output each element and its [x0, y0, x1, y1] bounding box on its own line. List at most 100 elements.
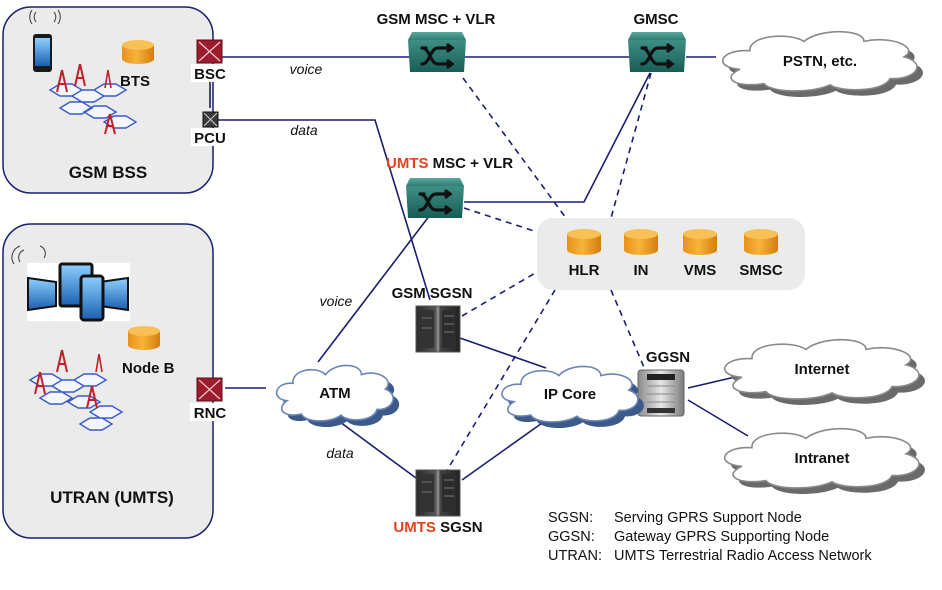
switch-top [628, 32, 686, 40]
pstn-cloud-label: PSTN, etc. [783, 53, 857, 70]
legend: SGSN: Serving GPRS Support Node GGSN: Ga… [548, 510, 872, 564]
legend-desc-1: Gateway GPRS Supporting Node [614, 529, 829, 545]
voice-link-label: voice [290, 61, 323, 77]
gsm-sgsn-rack-icon[interactable] [415, 305, 461, 353]
umts-msc-suffix: MSC + VLR [429, 155, 514, 172]
bsc-label: BSC [194, 66, 226, 83]
gsm-sgsn-label: GSM SGSN [392, 285, 473, 302]
database-label: SMSC [739, 262, 783, 279]
cloud-body [723, 338, 920, 400]
atm-cloud-label: ATM [319, 385, 350, 402]
rnc-label-bg [190, 403, 230, 421]
link-umts-msc-atm [317, 214, 431, 363]
internet-cloud[interactable]: Internet [723, 338, 925, 405]
legend-abbr-1: GGSN: [548, 529, 595, 545]
switch-top [408, 32, 466, 40]
intranet-cloud[interactable]: Intranet [723, 427, 925, 494]
cloud-body [723, 427, 920, 489]
umts-sgsn-suffix: SGSN [436, 519, 483, 536]
database-smsc[interactable]: SMSC [739, 229, 783, 279]
core-databases: HLR IN VMS SMSC [567, 229, 783, 279]
link-umts-msc-gmsc [464, 72, 651, 203]
gmsc-label: GMSC [634, 11, 679, 28]
gsm-mobile-phone-icon [29, 9, 61, 72]
switch-body [408, 40, 466, 72]
gmsc-switch-icon[interactable] [628, 32, 686, 72]
sig-msc-db [462, 77, 567, 219]
gsm-msc-label: GSM MSC + VLR [377, 11, 496, 28]
atm-voice-link-label: voice [320, 293, 353, 309]
gsm-msc-switch-icon[interactable] [408, 32, 466, 72]
gsm-bts-cell-grid-icon [48, 63, 138, 135]
crossing-arrows-icon [640, 43, 675, 69]
link-ggsn-intranet [687, 399, 749, 437]
ip-core-cloud[interactable]: IP Core [501, 365, 644, 428]
legend-desc-2: UMTS Terrestrial Radio Access Network [614, 548, 872, 564]
atm-cloud[interactable]: ATM [275, 364, 400, 427]
database-icon [567, 234, 601, 255]
link-atm-umts-sgsn [339, 421, 417, 479]
links-dashed [445, 72, 652, 473]
database-in[interactable]: IN [624, 229, 658, 279]
database-icon [744, 234, 778, 255]
utran-title: UTRAN (UMTS) [50, 488, 174, 507]
crossing-arrows-icon [420, 43, 455, 69]
database-icon [624, 234, 658, 255]
nodeb-database-icon [128, 326, 160, 350]
bts-label: BTS [120, 73, 150, 90]
sig-umts-sgsn-db [445, 289, 556, 473]
link-pcu-gsm-sgsn [218, 119, 431, 301]
cloud-body [275, 364, 394, 422]
legend-abbr-0: SGSN: [548, 510, 593, 526]
switch-body [628, 40, 686, 72]
signal-waves-icon [29, 9, 61, 25]
rnc-controller-icon[interactable] [196, 377, 223, 402]
signal-waves-icon [11, 245, 46, 265]
intranet-cloud-label: Intranet [794, 450, 849, 467]
ggsn-server-icon[interactable] [637, 369, 685, 417]
nodeb-label: Node B [122, 360, 175, 377]
umts-msc-prefix: UMTS [386, 155, 429, 172]
database-group [537, 218, 805, 290]
sig-ggsn-db [610, 289, 647, 373]
links-solid [209, 56, 749, 481]
ip-core-cloud-label: IP Core [544, 386, 596, 403]
cloud-body [721, 30, 918, 92]
database-label: VMS [684, 262, 717, 279]
pstn-cloud[interactable]: PSTN, etc. [721, 30, 923, 97]
database-top [683, 229, 717, 239]
umts-msc-switch-icon[interactable] [406, 178, 464, 218]
link-gsm-sgsn-ipcore [459, 337, 547, 369]
database-hlr[interactable]: HLR [567, 229, 601, 279]
database-label: HLR [569, 262, 600, 279]
sig-umts-msc-db [463, 207, 538, 233]
atm-data-link-label: data [326, 445, 353, 461]
legend-abbr-2: UTRAN: [548, 548, 602, 564]
umts-sgsn-prefix: UMTS [393, 519, 436, 536]
link-ggsn-internet [687, 376, 736, 389]
database-icon [683, 234, 717, 255]
database-top [624, 229, 658, 239]
link-umts-sgsn-ipcore [461, 415, 553, 481]
umts-msc-label: UMTS MSC + VLR [386, 155, 513, 172]
pcu-label-bg [191, 128, 229, 146]
bsc-label-bg [191, 64, 229, 82]
sig-gmsc-db [610, 72, 652, 219]
data-link-label: data [290, 122, 317, 138]
umts-nodeb-cell-grid-icon [28, 349, 124, 431]
switch-body [406, 186, 464, 218]
umts-sgsn-rack-icon[interactable] [415, 469, 461, 517]
database-vms[interactable]: VMS [683, 229, 717, 279]
database-label: IN [634, 262, 649, 279]
rnc-label: RNC [194, 405, 227, 422]
umts-devices-icon [11, 245, 130, 322]
pcu-label: PCU [194, 130, 226, 147]
cloud-body [501, 365, 639, 423]
pcu-icon[interactable] [202, 111, 219, 128]
bsc-controller-icon[interactable] [196, 39, 223, 64]
switch-top [406, 178, 464, 186]
gsm-bss-title: GSM BSS [69, 163, 147, 182]
bts-database-icon [122, 40, 154, 64]
database-top [567, 229, 601, 239]
